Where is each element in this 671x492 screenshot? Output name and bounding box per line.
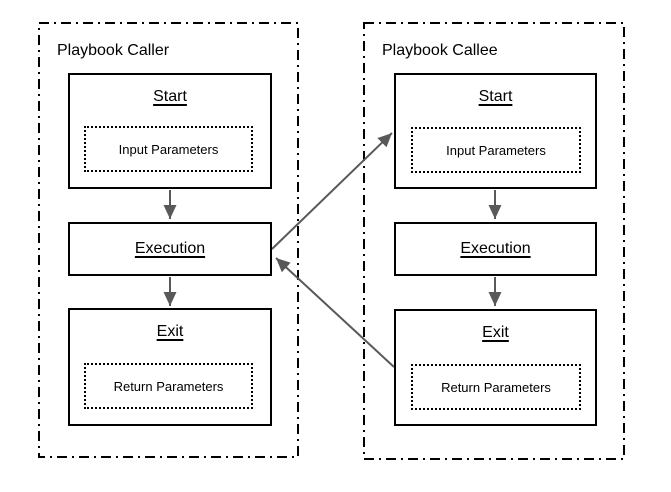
caller-exit-node: Exit Return Parameters [68,308,272,426]
callee-exit-node: Exit Return Parameters [394,309,597,426]
callee-exit-to-caller-execution-arrow [275,257,395,368]
callee-return-parameters-box: Return Parameters [411,364,581,410]
caller-execution-title: Execution [134,240,206,257]
callee-start-node: Start Input Parameters [394,73,597,189]
caller-container-title: Playbook Caller [57,42,170,59]
callee-return-parameters-label: Return Parameters [441,379,551,395]
caller-exit-title: Exit [156,323,184,340]
caller-start-title: Start [153,88,187,105]
callee-container-border [363,22,625,460]
callee-execution-title: Execution [460,240,531,257]
caller-start-node: Start Input Parameters [68,73,272,189]
callee-exit-title: Exit [482,324,509,341]
caller-container-border [38,22,299,458]
caller-input-parameters-box: Input Parameters [84,126,253,172]
caller-return-parameters-label: Return Parameters [113,378,224,394]
caller-execution-node: Execution [68,222,272,276]
callee-container-title: Playbook Callee [382,42,498,59]
callee-start-title: Start [478,88,513,105]
caller-input-parameters-label: Input Parameters [118,141,219,157]
callee-input-parameters-box: Input Parameters [411,127,581,173]
caller-execution-to-callee-start-arrow [271,132,393,250]
callee-input-parameters-label: Input Parameters [446,142,546,158]
callee-execution-node: Execution [394,222,597,276]
caller-return-parameters-box: Return Parameters [84,363,253,409]
